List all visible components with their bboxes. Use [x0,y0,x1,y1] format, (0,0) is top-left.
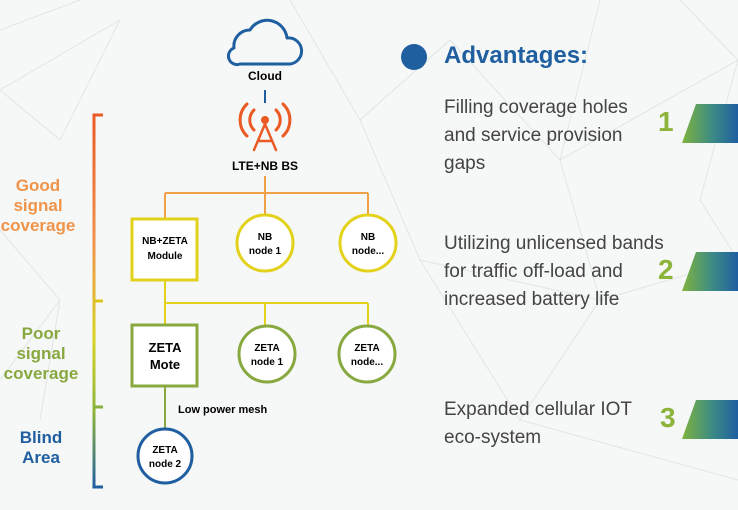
nb-node-more-line2: node... [352,246,384,257]
advantage-2-number: 2 [658,254,674,285]
advantages-title: Advantages: [444,42,589,69]
nb-node-more-line1: NB [361,232,375,243]
tab-1-marker [682,104,738,143]
zeta-node-more-line1: ZETA [354,343,379,354]
module-line2: Module [148,251,183,262]
nb-node1-line2: node 1 [249,246,282,257]
module-line1: NB+ZETA [142,236,188,247]
poor-coverage-label: Poor signal coverage [3,324,79,383]
cloud-icon [226,18,304,67]
advantage-3-text: Expanded cellular IOT eco-system [444,399,632,448]
advantage-1-text: Filling coverage holes and service provi… [444,97,628,174]
advantages-bullet-icon [401,44,427,70]
nb-zeta-module-box [130,217,199,282]
cloud-label: Cloud [248,69,282,83]
zeta-node1-line2: node 1 [251,357,284,368]
zeta-node2-line1: ZETA [152,445,177,456]
zeta-mote-box [130,323,199,388]
zeta-node2-line2: node 2 [149,459,182,470]
advantage-2-text: Utilizing unlicensed bands for traffic o… [444,233,664,310]
zeta-node-more-circle [337,324,397,384]
zeta-node1-line1: ZETA [254,343,279,354]
advantage-1-number: 1 [658,106,674,137]
zeta-node-more-line2: node... [351,357,383,368]
zeta-node-1-circle [237,324,297,384]
zeta-mote-line1: ZETA [149,340,183,355]
good-coverage-label: Good signal coverage [0,176,76,235]
tab-3-marker [682,400,738,439]
nb-node-1-circle [235,213,295,273]
advantage-3-number: 3 [660,402,676,433]
cell-tower-icon [238,102,292,152]
bs-label: LTE+NB BS [232,159,298,173]
nb-node1-line1: NB [258,232,272,243]
mesh-label: Low power mesh [178,404,268,416]
zeta-node-2-circle [136,427,194,485]
blind-area-label: Blind Area [19,428,63,467]
zeta-mote-line2: Mote [150,357,180,372]
tab-2-marker [682,252,738,291]
nb-node-more-circle [338,213,398,273]
coverage-bracket [92,113,103,489]
